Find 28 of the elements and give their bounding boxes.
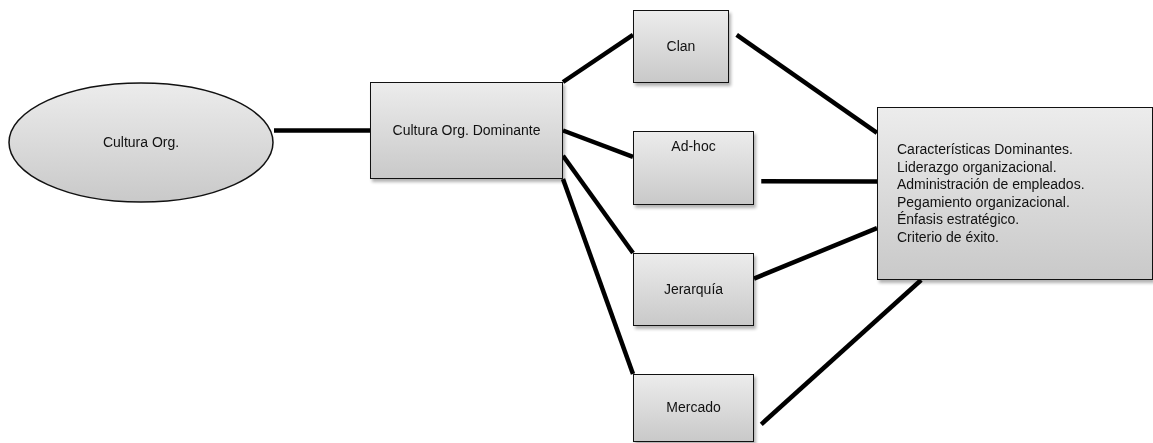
process-box: [370, 82, 563, 179]
process-box: [633, 10, 729, 83]
node-label: Ad-hoc: [671, 138, 716, 156]
connector-line: [274, 128, 370, 133]
node-label: Cultura Org.: [102, 133, 180, 152]
connector-line: [753, 226, 878, 281]
connector-line: [735, 32, 879, 135]
list-item: Pegamiento organizacional.: [897, 193, 1070, 211]
list-item: Características Dominantes.: [897, 141, 1073, 159]
list-item: Liderazgo organizacional.: [897, 158, 1057, 176]
list-item: Administración de empleados.: [897, 176, 1085, 194]
ellipse-node: [8, 82, 274, 203]
process-box: [633, 131, 754, 205]
list-box: [877, 107, 1153, 280]
node-label: Clan: [666, 37, 696, 56]
connector-line: [562, 128, 634, 159]
node-label: Cultura Org. Dominante: [392, 121, 541, 140]
process-box: [633, 253, 754, 326]
node-label: Jerarquía: [663, 280, 724, 299]
connector-line: [761, 179, 877, 184]
connector-line: [561, 154, 635, 255]
list-item: Criterio de éxito.: [897, 228, 999, 246]
connector-line: [560, 178, 636, 375]
list-item: Énfasis estratégico.: [897, 211, 1020, 229]
process-box: [633, 374, 754, 442]
connector-line: [561, 32, 635, 84]
node-label: Mercado: [666, 399, 721, 417]
connector-line: [759, 278, 923, 426]
